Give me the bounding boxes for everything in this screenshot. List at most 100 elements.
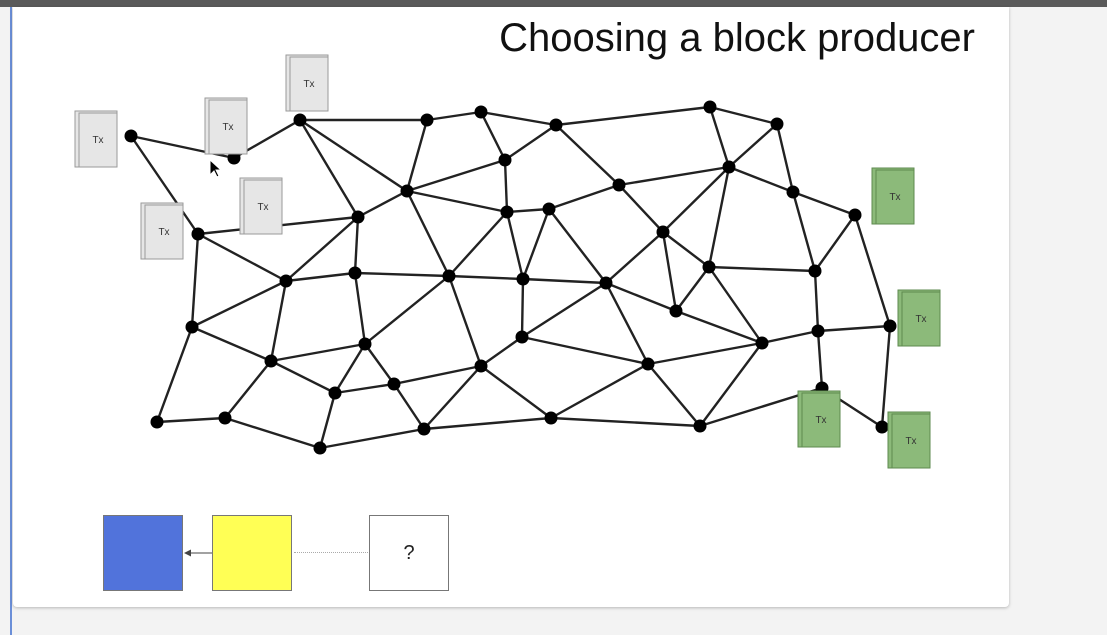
- network-edge: [333, 382, 396, 395]
- network-edge: [520, 281, 608, 339]
- network-edge: [405, 158, 507, 193]
- network-node: [722, 160, 736, 174]
- network-edge: [521, 277, 608, 285]
- network-node: [498, 153, 512, 167]
- network-node: [641, 357, 655, 371]
- unknown-block-label: ?: [403, 541, 415, 564]
- network-edge: [661, 230, 711, 269]
- network-edge: [298, 118, 360, 219]
- network-edge: [791, 190, 857, 217]
- network-edge: [816, 329, 824, 390]
- network-node: [351, 210, 365, 224]
- network-edge: [190, 232, 200, 329]
- network-edge: [661, 165, 731, 234]
- network-edge: [447, 210, 509, 278]
- network-edge: [318, 427, 426, 450]
- network-edge: [674, 309, 764, 345]
- pending-transaction: Tx: [285, 54, 329, 112]
- network-edge: [405, 189, 451, 278]
- network-edge: [392, 364, 483, 386]
- pending-transaction: Tx: [74, 110, 118, 168]
- network-edge: [549, 416, 702, 428]
- network-node: [150, 415, 164, 429]
- tx-label: Tx: [222, 122, 233, 133]
- network-edge: [707, 165, 731, 269]
- confirmed-transaction: Tx: [797, 390, 841, 448]
- network-edge: [708, 105, 731, 169]
- network-edge: [505, 207, 551, 214]
- network-edge: [727, 165, 795, 194]
- network-edge: [520, 277, 525, 339]
- window-top-bar: [0, 0, 1107, 7]
- network-node: [515, 330, 529, 344]
- network-edge: [353, 271, 367, 346]
- tx-label: Tx: [303, 79, 314, 90]
- network-node: [500, 205, 514, 219]
- chain-arrow: [184, 549, 212, 557]
- network-node: [227, 151, 241, 165]
- network-edge: [674, 265, 711, 313]
- network-edge: [318, 391, 337, 450]
- mouse-cursor-icon: [210, 160, 222, 178]
- chain-block-yellow: [212, 515, 292, 591]
- network-edge: [392, 382, 426, 431]
- network-edge: [269, 279, 288, 363]
- left-border: [10, 7, 12, 635]
- tx-label: Tx: [158, 227, 169, 238]
- network-node: [669, 304, 683, 318]
- network-edge: [190, 279, 288, 329]
- network-edge: [223, 416, 322, 450]
- network-node: [442, 269, 456, 283]
- pending-transaction: Tx: [204, 97, 248, 155]
- network-edge: [813, 269, 820, 333]
- network-edge: [363, 342, 396, 386]
- network-node: [474, 105, 488, 119]
- network-node: [883, 319, 897, 333]
- network-node: [755, 336, 769, 350]
- network-node: [293, 113, 307, 127]
- network-edge: [547, 183, 621, 211]
- network-edge: [129, 134, 200, 236]
- network-edge: [698, 341, 764, 428]
- network-edge: [333, 342, 367, 395]
- network-edge: [425, 110, 483, 122]
- network-edge: [760, 329, 820, 345]
- network-node: [808, 264, 822, 278]
- network-node: [542, 202, 556, 216]
- network-node: [612, 178, 626, 192]
- slide-title: Choosing a block producer: [499, 16, 975, 60]
- network-edge: [223, 359, 273, 420]
- chain-dotted-link: [294, 552, 368, 553]
- network-edge: [479, 110, 558, 127]
- network-nodes: [124, 100, 897, 455]
- network-edge: [554, 123, 621, 187]
- network-node: [328, 386, 342, 400]
- tx-label: Tx: [92, 135, 103, 146]
- network-node: [218, 411, 232, 425]
- tx-label: Tx: [257, 202, 268, 213]
- network-node: [417, 422, 431, 436]
- network-edge: [646, 362, 702, 428]
- network-edge: [503, 158, 509, 214]
- network-node: [400, 184, 414, 198]
- network-edge: [405, 118, 429, 193]
- network-edge: [447, 274, 525, 281]
- network-edge: [269, 342, 367, 363]
- network-edge: [549, 362, 650, 420]
- network-edge: [479, 335, 524, 368]
- network-edge: [775, 122, 795, 194]
- network-edge: [447, 274, 483, 368]
- network-edge: [405, 189, 509, 214]
- network-edge: [617, 183, 665, 234]
- network-edge: [479, 110, 507, 162]
- network-edge: [707, 265, 817, 273]
- pending-transaction: Tx: [140, 202, 184, 260]
- network-edge: [707, 265, 764, 345]
- network-node: [544, 411, 558, 425]
- network-edge: [269, 359, 337, 395]
- network-edge: [661, 230, 678, 313]
- network-node: [185, 320, 199, 334]
- tx-label: Tx: [915, 314, 926, 325]
